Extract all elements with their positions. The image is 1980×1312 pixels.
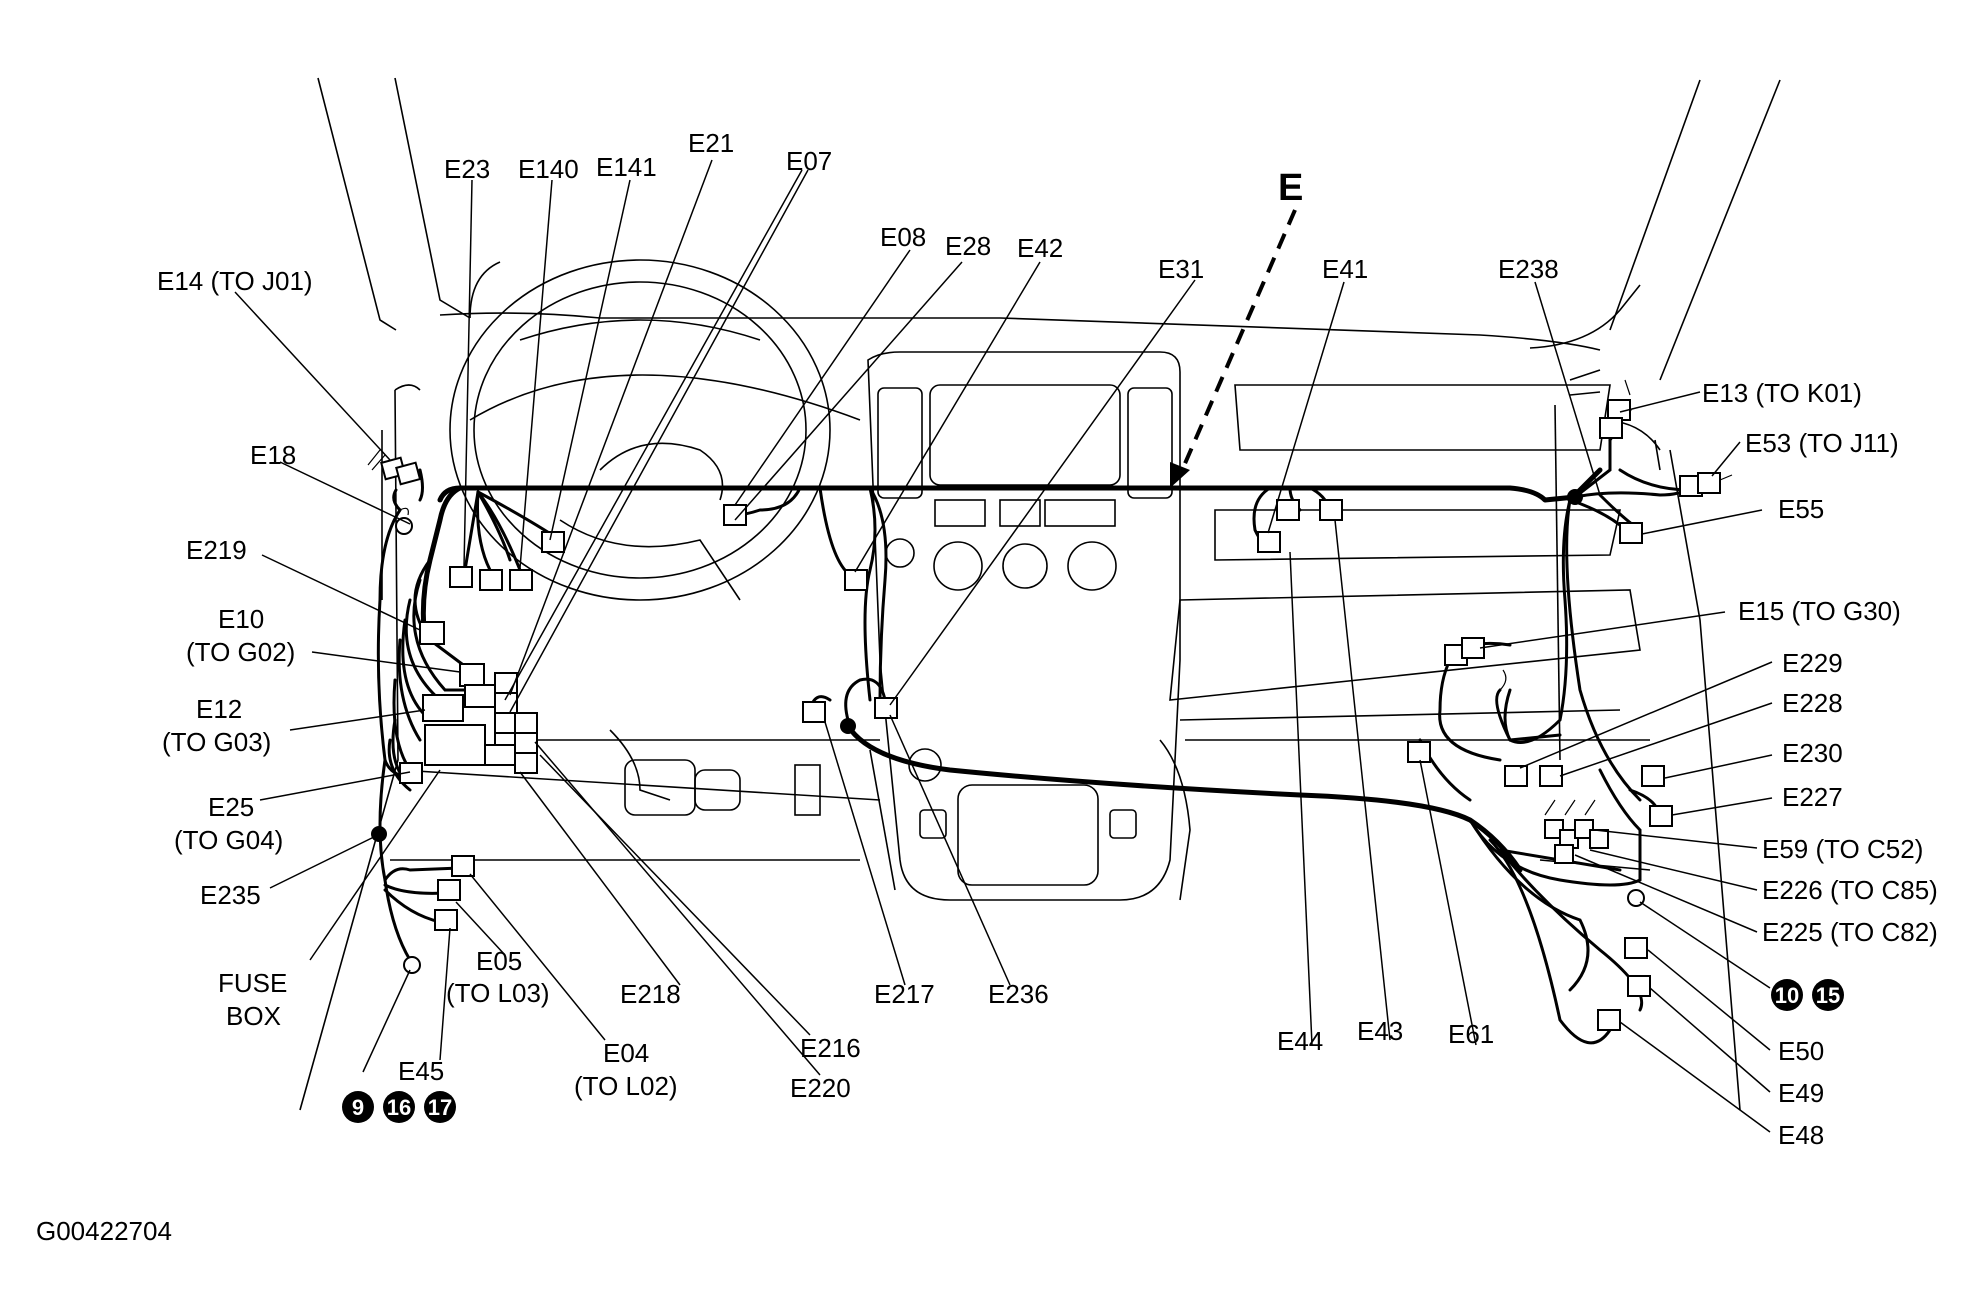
ground-badge-9 xyxy=(342,1091,374,1123)
label-e15: E15 (TO G30) xyxy=(1738,596,1901,626)
ground-badge-10 xyxy=(1771,979,1803,1011)
main-harness xyxy=(371,408,1692,1045)
ground-badge-16-label: 16 xyxy=(387,1095,411,1120)
figure-code: G00422704 xyxy=(36,1216,172,1246)
label-e04-name: E04 xyxy=(603,1038,649,1068)
label-e25-target: (TO G04) xyxy=(174,825,283,855)
label-e226: E226 (TO C85) xyxy=(1762,875,1938,905)
label-e227: E227 xyxy=(1782,782,1843,812)
label-e141: E141 xyxy=(596,152,657,182)
label-e41: E41 xyxy=(1322,254,1368,284)
label-fuse-box-2: BOX xyxy=(226,1001,281,1031)
label-e238: E238 xyxy=(1498,254,1559,284)
label-e12-name: E12 xyxy=(196,694,242,724)
label-e228: E228 xyxy=(1782,688,1843,718)
ground-badges-right: 10 15 xyxy=(1771,979,1844,1011)
label-e25-name: E25 xyxy=(208,792,254,822)
label-e230: E230 xyxy=(1782,738,1843,768)
callout-labels: E E14 (TO J01) E23 E140 E141 E21 E07 E08… xyxy=(36,128,1938,1246)
ground-badge-15 xyxy=(1812,979,1844,1011)
ground-badge-10-label: 10 xyxy=(1775,983,1799,1008)
label-e18: E18 xyxy=(250,440,296,470)
label-e48: E48 xyxy=(1778,1120,1824,1150)
label-e14: E14 (TO J01) xyxy=(157,266,313,296)
label-e236: E236 xyxy=(988,979,1049,1009)
connectors xyxy=(367,379,1733,1031)
label-e218: E218 xyxy=(620,979,681,1009)
label-e12-target: (TO G03) xyxy=(162,727,271,757)
label-e23: E23 xyxy=(444,154,490,184)
label-e04-target: (TO L02) xyxy=(574,1071,678,1101)
label-e225: E225 (TO C82) xyxy=(1762,917,1938,947)
ground-badge-15-label: 15 xyxy=(1816,983,1840,1008)
label-e44: E44 xyxy=(1277,1026,1323,1056)
label-e31: E31 xyxy=(1158,254,1204,284)
label-e10-name: E10 xyxy=(218,604,264,634)
ground-badges-left: 9 16 17 xyxy=(342,1091,456,1123)
label-e229: E229 xyxy=(1782,648,1843,678)
label-e50: E50 xyxy=(1778,1036,1824,1066)
ground-badge-9-label: 9 xyxy=(352,1095,364,1120)
label-e10-target: (TO G02) xyxy=(186,637,295,667)
label-e05-name: E05 xyxy=(476,946,522,976)
label-e55: E55 xyxy=(1778,494,1824,524)
ground-badge-17-label: 17 xyxy=(428,1095,452,1120)
label-e13: E13 (TO K01) xyxy=(1702,378,1862,408)
label-e07: E07 xyxy=(786,146,832,176)
label-e217: E217 xyxy=(874,979,935,1009)
arrow-label: E xyxy=(1278,167,1303,209)
label-e59: E59 (TO C52) xyxy=(1762,834,1923,864)
ground-badge-16 xyxy=(383,1091,415,1123)
view-arrow xyxy=(1170,209,1297,488)
label-e21: E21 xyxy=(688,128,734,158)
ground-badge-17 xyxy=(424,1091,456,1123)
label-e140: E140 xyxy=(518,154,579,184)
label-e05-target: (TO L03) xyxy=(446,978,550,1008)
label-e08: E08 xyxy=(880,222,926,252)
label-e42: E42 xyxy=(1017,233,1063,263)
label-e61: E61 xyxy=(1448,1019,1494,1049)
label-e53: E53 (TO J11) xyxy=(1745,428,1899,458)
label-fuse-box-1: FUSE xyxy=(218,968,287,998)
label-e220: E220 xyxy=(790,1073,851,1103)
label-e216: E216 xyxy=(800,1033,861,1063)
label-e219: E219 xyxy=(186,535,247,565)
leader-lines xyxy=(234,159,1773,1133)
label-e28: E28 xyxy=(945,231,991,261)
label-e235: E235 xyxy=(200,880,261,910)
label-e45: E45 xyxy=(398,1056,444,1086)
label-e43: E43 xyxy=(1357,1016,1403,1046)
label-e49: E49 xyxy=(1778,1078,1824,1108)
connector-e14 xyxy=(367,449,422,486)
